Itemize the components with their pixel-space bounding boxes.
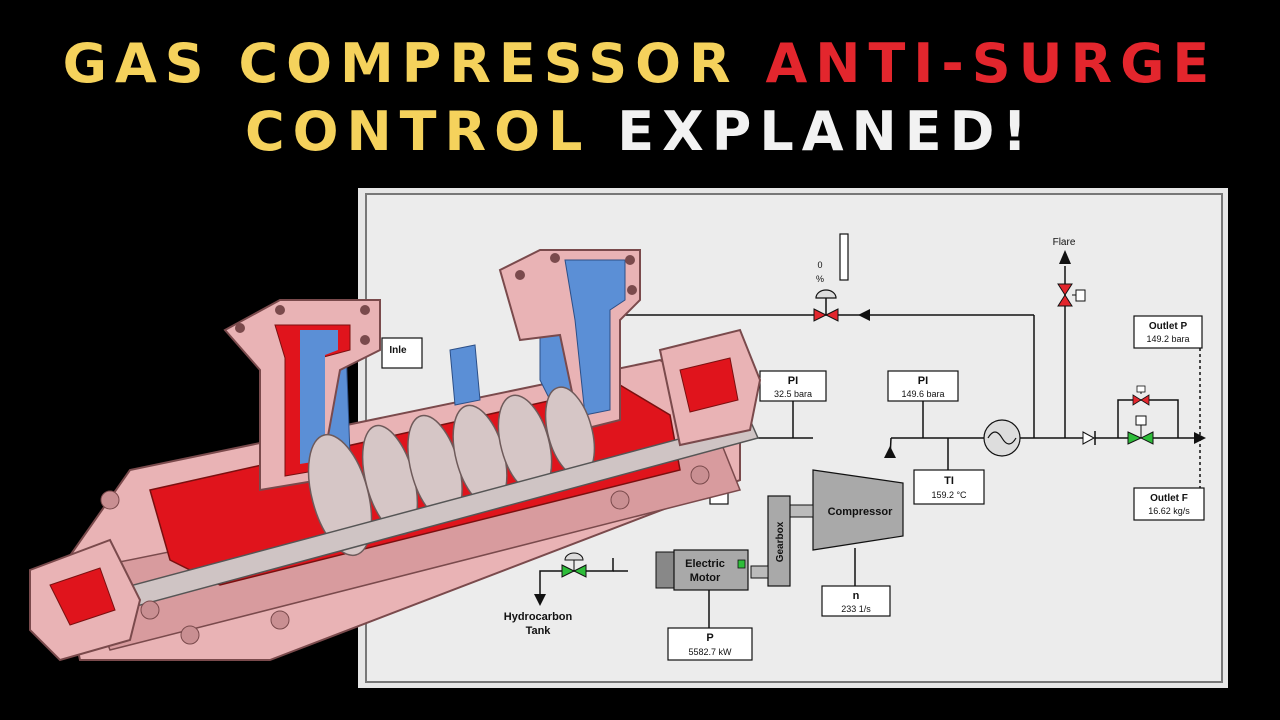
flare-valve-icon[interactable] [1057, 283, 1086, 307]
speed-label: n [853, 590, 860, 602]
pi-discharge-value: 149.6 bara [901, 389, 944, 399]
title-line-2: CONTROL EXPLANED! [0, 100, 1280, 164]
cutaway-compressor-illustration [29, 249, 762, 662]
hydrocarbon-tank-label-line1: Hydrocarbon [504, 611, 573, 623]
pi-discharge-label: PI [918, 375, 928, 387]
power-value: 5582.7 kW [688, 647, 732, 657]
title-part-anti-surge: ANTI-SURGE [765, 32, 1218, 95]
drain-valve-icon[interactable] [561, 552, 587, 578]
outlet-p-box [1133, 315, 1203, 349]
gearbox-label: Gearbox [775, 521, 786, 562]
outlet-f-value: 16.62 kg/s [1148, 506, 1190, 516]
speed-value: 233 1/s [841, 604, 871, 614]
speed-box [821, 585, 891, 617]
outlet-arrow [1194, 432, 1206, 444]
title-part-control: CONTROL [244, 100, 591, 163]
electric-motor-icon[interactable] [655, 549, 749, 591]
flare-label: Flare [1053, 237, 1076, 248]
outlet-f-box [1133, 487, 1205, 521]
recycle-arrow [858, 309, 870, 321]
title-line-1: GAS COMPRESSOR ANTI-SURGE [0, 32, 1280, 96]
cooler-icon [983, 419, 1021, 457]
outlet-f-label: Outlet F [1150, 493, 1188, 504]
inlet-label-partial: Inle [389, 345, 407, 356]
compressor-label: Compressor [828, 506, 894, 518]
ti-box [913, 469, 985, 505]
title-part-gas-compressor: GAS COMPRESSOR [62, 32, 739, 95]
power-label: P [706, 632, 713, 644]
pi-suction-label: PI [788, 375, 798, 387]
bypass-valve-icon[interactable] [1132, 385, 1150, 406]
power-box [667, 627, 753, 661]
drain-arrow [534, 594, 546, 606]
motor-label-line2: Motor [690, 572, 721, 584]
ti-value: 159.2 °C [931, 490, 967, 500]
check-valve-icon [1082, 431, 1103, 445]
outlet-p-value: 149.2 bara [1146, 334, 1189, 344]
hydrocarbon-tank-label-line2: Tank [526, 625, 552, 637]
title-part-explaned: EXPLANED! [617, 100, 1036, 163]
anti-surge-valve-icon[interactable] [813, 289, 839, 322]
valve-position-unit: % [816, 274, 824, 284]
gearbox-icon[interactable] [767, 495, 791, 587]
pi-suction-value: 32.5 bara [774, 389, 812, 399]
cutaway-multistage-centrifugal-compressor-icon [29, 249, 762, 662]
motor-label-line1: Electric [685, 558, 725, 570]
flare-arrow [1059, 250, 1071, 264]
inlet-box-partial [381, 337, 423, 369]
ti-label: TI [944, 475, 954, 487]
pi-discharge-box [887, 370, 959, 402]
compressor-icon[interactable] [812, 469, 904, 551]
coupling-icon [789, 504, 814, 518]
valve-position-value: 0 [817, 260, 822, 270]
pi-suction-box [759, 370, 827, 402]
outlet-p-label: Outlet P [1149, 321, 1188, 332]
valve-position-bar [839, 233, 849, 281]
motor-coupling-icon [750, 565, 769, 579]
outlet-valve-icon[interactable] [1127, 415, 1154, 445]
discharge-arrow [884, 446, 896, 458]
